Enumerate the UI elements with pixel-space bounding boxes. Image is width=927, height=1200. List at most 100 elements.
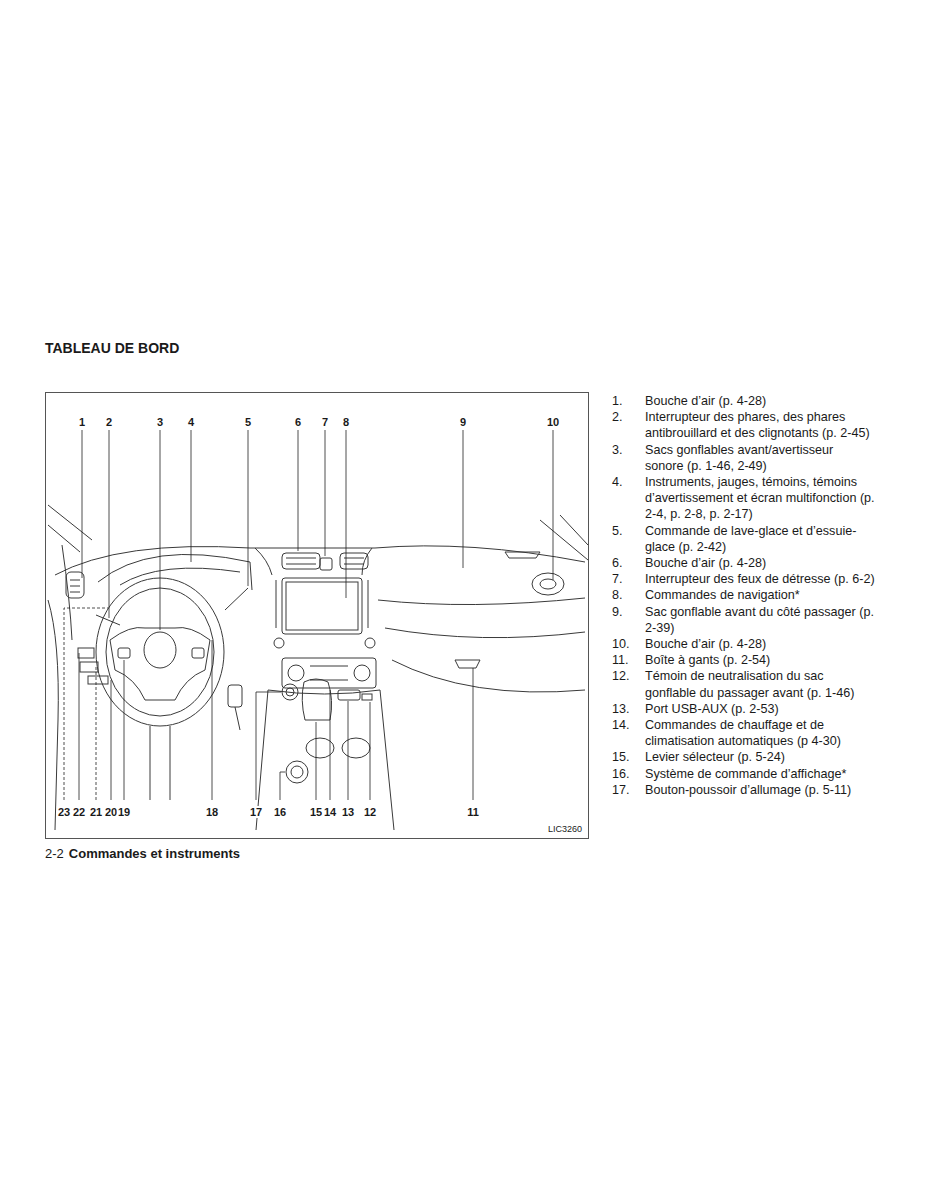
- drawing-stroke: [160, 430, 161, 630]
- item-number: 10.: [612, 636, 630, 652]
- item-number: 4.: [612, 474, 623, 490]
- drawing-stroke: [109, 430, 110, 618]
- leader-lines: [64, 430, 553, 800]
- drawing-stroke: [82, 430, 83, 578]
- drawing-stroke: [256, 690, 394, 830]
- item-text: Commandes de navigation*: [645, 587, 875, 603]
- figure-frame: [46, 393, 589, 839]
- drawing-stroke: [118, 648, 130, 658]
- item-text: Commande de lave-glace et d’essuie-glace…: [645, 523, 875, 555]
- drawing-stroke: [354, 665, 370, 681]
- drawing-stroke: [346, 430, 347, 598]
- drawing-stroke: [286, 688, 294, 696]
- callout-number: 5: [244, 416, 252, 428]
- item-text: Bouche d’air (p. 4-28): [645, 636, 875, 652]
- item-text: Boîte à gants (p. 2-54): [645, 652, 875, 668]
- callout-number: 22: [72, 806, 86, 818]
- item-number: 3.: [612, 442, 623, 458]
- drawing-stroke: [340, 553, 368, 569]
- item-text: Sacs gonflables avant/avertisseur sonore…: [645, 442, 875, 474]
- drawing-stroke: [88, 676, 108, 684]
- item-number: 1.: [612, 393, 623, 409]
- item-text: Témoin de neutralisation du sac gonflabl…: [645, 668, 875, 700]
- drawing-stroke: [235, 707, 240, 730]
- item-text: Système de commande d’affichage*: [645, 766, 875, 782]
- legend-row: 8. Commandes de navigation*: [612, 587, 882, 603]
- item-text: Port USB-AUX (p. 2-53): [645, 701, 875, 717]
- item-number: 7.: [612, 571, 623, 587]
- drawing-stroke: [310, 666, 348, 680]
- callout-number: 14: [323, 806, 337, 818]
- drawing-stroke: [338, 690, 360, 700]
- drawing-stroke: [473, 668, 474, 800]
- item-number: 17.: [612, 782, 630, 798]
- legend-row: 2.Interrupteur des phares, des phares an…: [612, 409, 882, 441]
- drawing-stroke: [124, 660, 125, 800]
- item-number: 6.: [612, 555, 623, 571]
- item-text: Commandes de chauffage et de climatisati…: [645, 717, 875, 749]
- drawing-stroke: [282, 684, 298, 700]
- drawing-stroke: [79, 653, 80, 800]
- legend-row: 12.Témoin de neutralisation du sac gonfl…: [612, 668, 882, 700]
- callout-number: 8: [342, 416, 350, 428]
- drawing-stroke: [286, 582, 358, 630]
- drawing-stroke: [291, 766, 303, 778]
- callout-number: 9: [459, 416, 467, 428]
- drawing-stroke: [320, 558, 332, 570]
- item-text: Interrupteur des feux de détresse (p. 6-…: [645, 571, 875, 587]
- drawing-stroke: [302, 679, 331, 720]
- legend-row: 4.Instruments, jauges, témoins, témoins …: [612, 474, 882, 523]
- drawing-stroke: [228, 685, 242, 707]
- drawing-stroke: [370, 702, 371, 800]
- drawing-stroke: [288, 665, 304, 681]
- item-text: Sac gonflable avant du côté passager (p.…: [645, 604, 875, 636]
- callout-number: 3: [156, 416, 164, 428]
- legend-row: 10. Bouche d’air (p. 4-28): [612, 636, 882, 652]
- drawing-stroke: [540, 579, 556, 589]
- drawing-stroke: [80, 662, 98, 672]
- drawing-stroke: [553, 430, 554, 580]
- legend-row: 6. Bouche d’air (p. 4-28): [612, 555, 882, 571]
- callout-number: 7: [321, 416, 329, 428]
- drawing-stroke: [248, 430, 249, 586]
- item-number: 16.: [612, 766, 630, 782]
- callout-number: 15: [309, 806, 323, 818]
- drawing-stroke: [455, 660, 480, 668]
- drawing-stroke: [378, 598, 585, 605]
- drawing-stroke: [98, 554, 252, 590]
- drawing-stroke: [212, 640, 213, 800]
- drawing-stroke: [330, 690, 331, 800]
- drawing-stroke: [48, 545, 72, 830]
- drawing-stroke: [282, 553, 320, 569]
- drawing-stroke: [78, 648, 94, 658]
- drawing-stroke: [362, 694, 372, 700]
- item-text: Levier sélecteur (p. 5-24): [645, 749, 875, 765]
- item-number: 13.: [612, 701, 630, 717]
- dashboard-drawing: [48, 505, 588, 830]
- drawing-stroke: [286, 761, 308, 783]
- item-number: 15.: [612, 749, 630, 765]
- page-number: 2-2: [45, 846, 64, 861]
- drawing-stroke: [96, 588, 248, 625]
- drawing-stroke: [532, 573, 564, 595]
- item-text: Interrupteur des phares, des phares anti…: [645, 409, 875, 441]
- callout-number: 11: [466, 806, 480, 818]
- callout-number: 6: [294, 416, 302, 428]
- legend-row: 9.Sac gonflable avant du côté passager (…: [612, 604, 882, 636]
- drawing-stroke: [70, 580, 80, 592]
- item-number: 8.: [612, 587, 623, 603]
- drawing-stroke: [365, 638, 375, 648]
- drawing-stroke: [55, 546, 585, 575]
- legend-row: 3. Sacs gonflables avant/avertisseur sono…: [612, 442, 882, 474]
- item-text: Bouche d’air (p. 4-28): [645, 555, 875, 571]
- legend-row: 14.Commandes de chauffage et de climatis…: [612, 717, 882, 749]
- legend-row: 7. Interrupteur des feux de détresse (p. …: [612, 571, 882, 587]
- drawing-stroke: [325, 430, 326, 556]
- callout-number: 18: [205, 806, 219, 818]
- legend-row: 15. Levier sélecteur (p. 5-24): [612, 749, 882, 765]
- callout-number: 1: [78, 416, 86, 428]
- drawing-stroke: [110, 628, 210, 701]
- section-name: Commandes et instruments: [69, 846, 240, 861]
- callout-number: 13: [341, 806, 355, 818]
- figure-code: LIC3260: [548, 824, 582, 834]
